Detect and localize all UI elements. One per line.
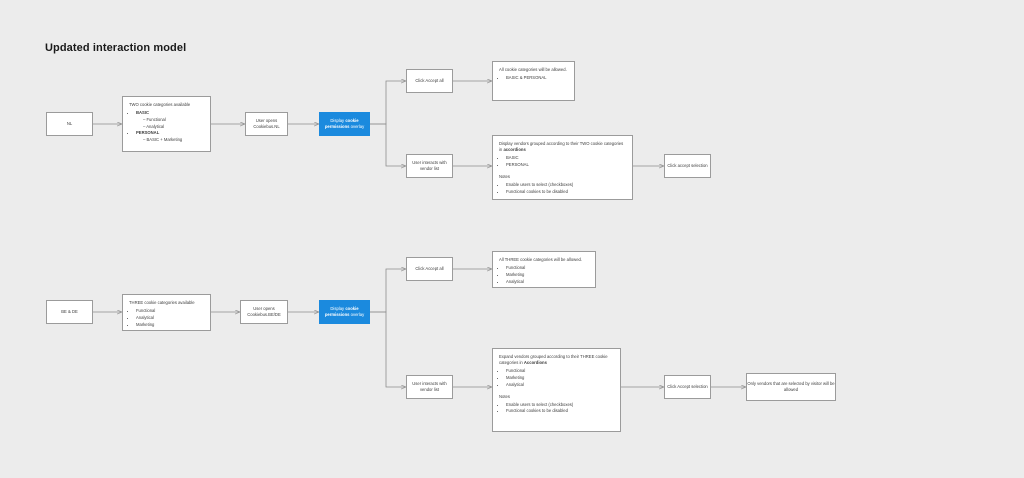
list-item: Functional xyxy=(136,308,204,314)
category-list: BASIC PERSONAL xyxy=(499,155,626,168)
node-label: NL xyxy=(66,120,73,126)
list-item: Functional cookies to be disabled xyxy=(506,189,626,195)
list-item: Marketing xyxy=(506,375,614,381)
node-title: Expand vendors grouped according to thei… xyxy=(499,354,608,366)
list-item: Functional xyxy=(143,117,204,123)
list-item: Marketing xyxy=(136,322,204,328)
notes-list: Enable users to select (checkboxes) Func… xyxy=(499,402,614,415)
node-final-result-bede[interactable]: Only vendors that are selected by visito… xyxy=(746,373,836,401)
node-label: Only vendors that are selected by visito… xyxy=(747,380,835,392)
notes-label: Notes xyxy=(499,393,510,399)
node-label: User opens Cookiebus.NL xyxy=(253,117,280,129)
notes-label: Notes xyxy=(499,173,510,179)
node-categories-nl[interactable]: TWO cookie categories available BASIC Fu… xyxy=(122,96,211,152)
node-title: TWO cookie categories available xyxy=(129,102,191,107)
list-item: Marketing xyxy=(506,272,589,278)
node-start-nl[interactable]: NL xyxy=(46,112,93,136)
node-label: Click accept selection xyxy=(667,162,708,168)
list-item: BASIC Functional Analytical xyxy=(136,110,204,130)
node-vendor-accordions-bede[interactable]: Expand vendors grouped according to thei… xyxy=(492,348,621,432)
node-label: User interacts with vendor list xyxy=(412,159,447,171)
list-item: BASIC + Marketing xyxy=(143,137,204,143)
node-click-accept-all-bede[interactable]: Click Accept all xyxy=(406,257,453,281)
node-label: Click Accept all xyxy=(415,77,444,83)
list-item: PERSONAL xyxy=(506,162,626,168)
node-label: Display cookie permissions overlay xyxy=(324,117,365,129)
node-title: All THREE cookie categories will be allo… xyxy=(499,257,583,262)
category-list: Functional Marketing Analytical xyxy=(499,368,614,388)
node-title: THREE cookie categories available xyxy=(129,300,195,305)
node-label: User interacts with vendor list xyxy=(412,380,447,392)
list-item: Enable users to select (checkboxes) xyxy=(506,402,614,408)
node-accept-all-result-nl[interactable]: All cookie categories will be allowed. B… xyxy=(492,61,575,101)
page-title: Updated interaction model xyxy=(45,42,187,54)
list-item: PERSONAL BASIC + Marketing xyxy=(136,130,204,143)
list-item: Analytical xyxy=(136,315,204,321)
category-list: BASIC Functional Analytical PERSONAL BAS… xyxy=(129,110,204,144)
list-item: Analytical xyxy=(506,279,589,285)
list-item: BASIC & PERSONAL xyxy=(506,75,568,81)
node-categories-bede[interactable]: THREE cookie categories available Functi… xyxy=(122,294,211,331)
category-list: Functional Analytical Marketing xyxy=(129,308,204,328)
node-display-overlay-nl[interactable]: Display cookie permissions overlay xyxy=(319,112,370,136)
node-title: Display vendors grouped according to the… xyxy=(499,141,624,153)
list-item: Enable users to select (checkboxes) xyxy=(506,182,626,188)
node-click-accept-all-nl[interactable]: Click Accept all xyxy=(406,69,453,93)
node-accept-selection-bede[interactable]: Click Accept selection xyxy=(664,375,711,399)
node-accept-all-result-bede[interactable]: All THREE cookie categories will be allo… xyxy=(492,251,596,288)
sub-list: BASIC + Marketing xyxy=(136,137,204,143)
list-item: Functional xyxy=(506,265,589,271)
node-display-overlay-bede[interactable]: Display cookie permissions overlay xyxy=(319,300,370,324)
node-start-bede[interactable]: BE & DE xyxy=(46,300,93,324)
node-label: Click Accept all xyxy=(415,265,444,271)
node-vendor-interact-bede[interactable]: User interacts with vendor list xyxy=(406,375,453,399)
node-accept-selection-nl[interactable]: Click accept selection xyxy=(664,154,711,178)
node-vendor-accordions-nl[interactable]: Display vendors grouped according to the… xyxy=(492,135,633,200)
node-label: Click Accept selection xyxy=(667,383,708,389)
list-item: BASIC xyxy=(506,155,626,161)
node-label: BE & DE xyxy=(61,308,78,314)
node-vendor-interact-nl[interactable]: User interacts with vendor list xyxy=(406,154,453,178)
list-item: Functional xyxy=(506,368,614,374)
node-label: User opens Cookiebus.BE/DE xyxy=(247,305,281,317)
sub-list: Functional Analytical xyxy=(136,117,204,130)
node-label: Display cookie permissions overlay xyxy=(324,305,365,317)
notes-list: Enable users to select (checkboxes) Func… xyxy=(499,182,626,195)
result-list: BASIC & PERSONAL xyxy=(499,75,568,81)
list-item: Functional cookies to be disabled xyxy=(506,408,614,414)
node-user-opens-bede[interactable]: User opens Cookiebus.BE/DE xyxy=(240,300,288,324)
result-list: Functional Marketing Analytical xyxy=(499,265,589,285)
list-item: Analytical xyxy=(506,382,614,388)
node-user-opens-nl[interactable]: User opens Cookiebus.NL xyxy=(245,112,288,136)
list-item: Analytical xyxy=(143,124,204,130)
node-title: All cookie categories will be allowed. xyxy=(499,67,567,72)
